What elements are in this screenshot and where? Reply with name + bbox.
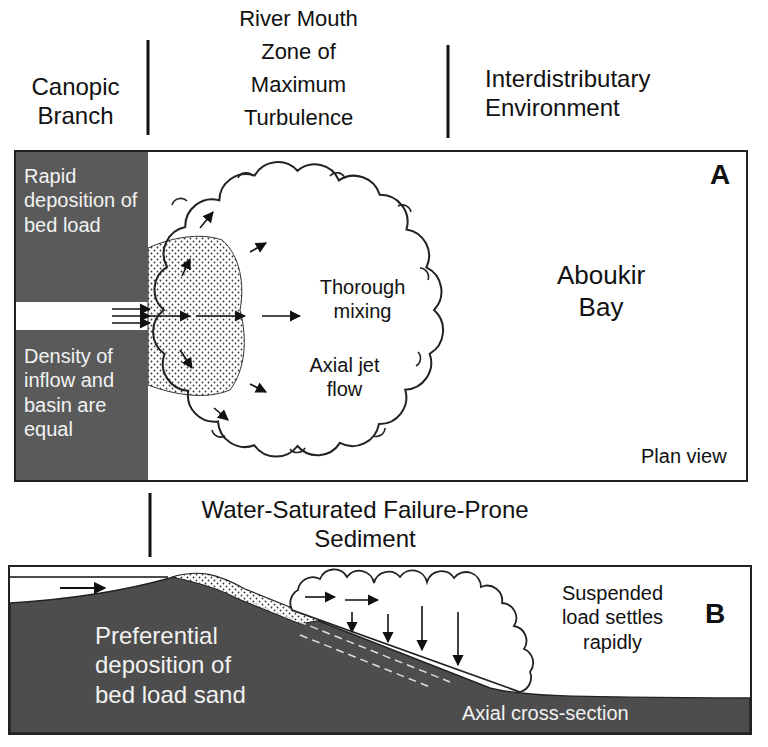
process-note: Thorough mixing (310, 275, 415, 324)
flow-arrow (305, 596, 335, 598)
text-slot: Axial jet flow (297, 353, 392, 402)
text-slot: Thorough mixing (310, 275, 415, 324)
text-slot: Density of inflow and basin are equal (24, 344, 142, 442)
text-slot: Canopic Branch (8, 72, 143, 131)
flow-arrow (250, 384, 266, 392)
text-slot: Aboukir Bay (536, 260, 666, 323)
panel-frame: Suspended load settles rapidly B Preferent… (8, 565, 752, 735)
divider-line (149, 493, 152, 557)
flow-arrow (112, 315, 150, 317)
curl (420, 268, 429, 280)
text-slot: B (705, 597, 739, 631)
flow-arrow (150, 315, 190, 317)
text-slot: River Mouth Zone of Maximum Turbulence (226, 2, 371, 134)
text-slot: Plan view (641, 444, 745, 468)
cloud-outline (153, 162, 443, 456)
flow-arrow (250, 243, 266, 252)
process-note: Axial jet flow (297, 353, 392, 402)
flow-arrow (112, 308, 150, 310)
turbulence-curls (172, 173, 429, 453)
text-slot: A (710, 158, 744, 192)
settling-arrow (387, 614, 389, 642)
flow-arrow (345, 599, 378, 601)
sand-stipple (148, 236, 244, 395)
area-label: Aboukir Bay (536, 260, 666, 323)
text-slot: Interdistributary Environment (485, 64, 755, 123)
divider-line (147, 40, 150, 135)
text-slot: Suspended load settles rapidly (550, 581, 675, 654)
land-block: Rapid deposition of bed load (16, 152, 148, 302)
flow-arrow (200, 212, 213, 228)
view-label: Plan view (641, 444, 745, 468)
flow-arrow (262, 315, 300, 317)
flow-arrow (180, 350, 192, 368)
settling-arrows (305, 597, 458, 665)
flow-arrow (214, 408, 228, 420)
text-slot: Water-Saturated Failure-Prone Sediment (200, 495, 530, 554)
curl (416, 352, 420, 366)
text-slot: Rapid deposition of bed load (24, 164, 142, 237)
divider-line (447, 45, 450, 138)
text-slot: Preferential deposition of bed load sand (95, 621, 273, 709)
flow-arrow (112, 322, 150, 324)
suspension-cloud (290, 569, 533, 692)
settling-arrow (457, 612, 459, 665)
turbulence-cloud: Thorough mixingAxial jet flow (145, 155, 450, 465)
panel-letter: B (705, 597, 739, 631)
flow-arrow (182, 259, 190, 276)
zone-heading: Water-Saturated Failure-Prone Sediment (200, 495, 530, 554)
process-note: Density of inflow and basin are equal (24, 344, 142, 442)
water-surface (10, 576, 168, 578)
flow-arrow (196, 315, 245, 317)
view-label: Axial cross-section (462, 701, 677, 725)
panel-letter: A (710, 158, 744, 192)
zone-heading: Canopic Branch (8, 72, 143, 131)
zone-heading: River Mouth Zone of Maximum Turbulence (226, 2, 371, 134)
process-note: Rapid deposition of bed load (24, 164, 142, 237)
settling-arrow (351, 612, 353, 632)
zone-heading: Interdistributary Environment (485, 64, 755, 123)
settling-arrow (421, 606, 423, 650)
flow-arrow (60, 587, 105, 589)
cloud-outline-layer (145, 155, 450, 465)
panel-frame: A Aboukir BayPlan view Rapid deposition of… (14, 150, 748, 482)
process-note: Preferential deposition of bed load sand (95, 621, 273, 709)
land-block: Density of inflow and basin are equal (16, 330, 148, 480)
curl (172, 198, 187, 205)
text-slot: Axial cross-section (462, 701, 677, 725)
process-note: Suspended load settles rapidly (550, 581, 675, 654)
